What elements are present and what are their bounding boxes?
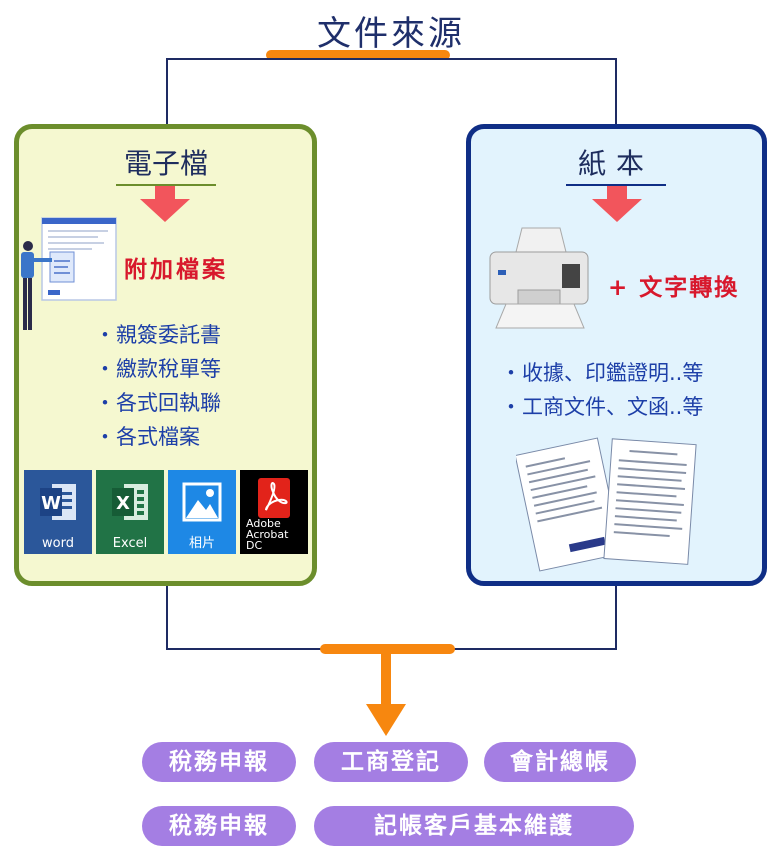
photo-label: 相片 (188, 536, 215, 551)
photo-file-tile: 相片 (168, 470, 236, 554)
scanner-illustration (489, 227, 589, 329)
service-pill-general-ledger[interactable]: 會計總帳 (484, 742, 636, 782)
merge-bar (320, 644, 455, 654)
connector-top (166, 58, 617, 60)
list-item: ・各式檔案 (94, 425, 201, 449)
text-conversion-label: + 文字轉換 (608, 275, 740, 301)
picture-icon (182, 482, 222, 522)
red-down-arrow-icon (140, 186, 190, 222)
connector-left-bottom (166, 584, 168, 650)
svg-text:W: W (41, 493, 61, 514)
paper-item-list: ・收據、印鑑證明..等 ・工商文件、文函..等 (500, 356, 704, 424)
electronic-item-list: ・親簽委託書 ・繳款稅單等 ・各式回執聯 ・各式檔案 (94, 318, 222, 454)
excel-icon: X (112, 484, 148, 520)
diagram-title: 文件來源 (317, 14, 465, 54)
list-item: ・親簽委託書 (94, 323, 222, 347)
list-item: ・收據、印鑑證明..等 (500, 361, 704, 385)
title-underline-bar (266, 50, 450, 60)
connector-left-top (166, 58, 168, 126)
service-pill-tax-filing-2[interactable]: 稅務申報 (142, 806, 296, 846)
attachment-label: 附加檔案 (124, 257, 228, 283)
paper-documents-illustration (516, 437, 697, 572)
svg-text:X: X (116, 493, 130, 514)
down-arrow-icon (366, 652, 406, 736)
red-down-arrow-icon (592, 186, 642, 222)
email-attachment-illustration (21, 217, 117, 330)
electronic-heading: 電子檔 (116, 142, 216, 186)
paper-heading: 紙本 (566, 142, 666, 186)
excel-label: Excel (112, 536, 148, 551)
list-item: ・繳款稅單等 (94, 357, 222, 381)
service-pill-client-maintenance[interactable]: 記帳客戶基本維護 (314, 806, 634, 846)
connector-right-bottom (615, 584, 617, 650)
list-item: ・各式回執聯 (94, 391, 222, 415)
list-item: ・工商文件、文函..等 (500, 395, 704, 419)
acrobat-label: Adobe Acrobat DC (246, 517, 289, 552)
acrobat-file-tile: Adobe Acrobat DC (240, 470, 308, 554)
connector-right-top (615, 58, 617, 126)
service-pill-tax-filing[interactable]: 稅務申報 (142, 742, 296, 782)
word-file-tile: W word (24, 470, 92, 554)
acrobat-icon (258, 478, 290, 518)
word-icon: W (40, 484, 76, 520)
excel-file-tile: X Excel (96, 470, 164, 554)
service-pill-business-registration[interactable]: 工商登記 (314, 742, 468, 782)
word-label: word (42, 536, 74, 551)
